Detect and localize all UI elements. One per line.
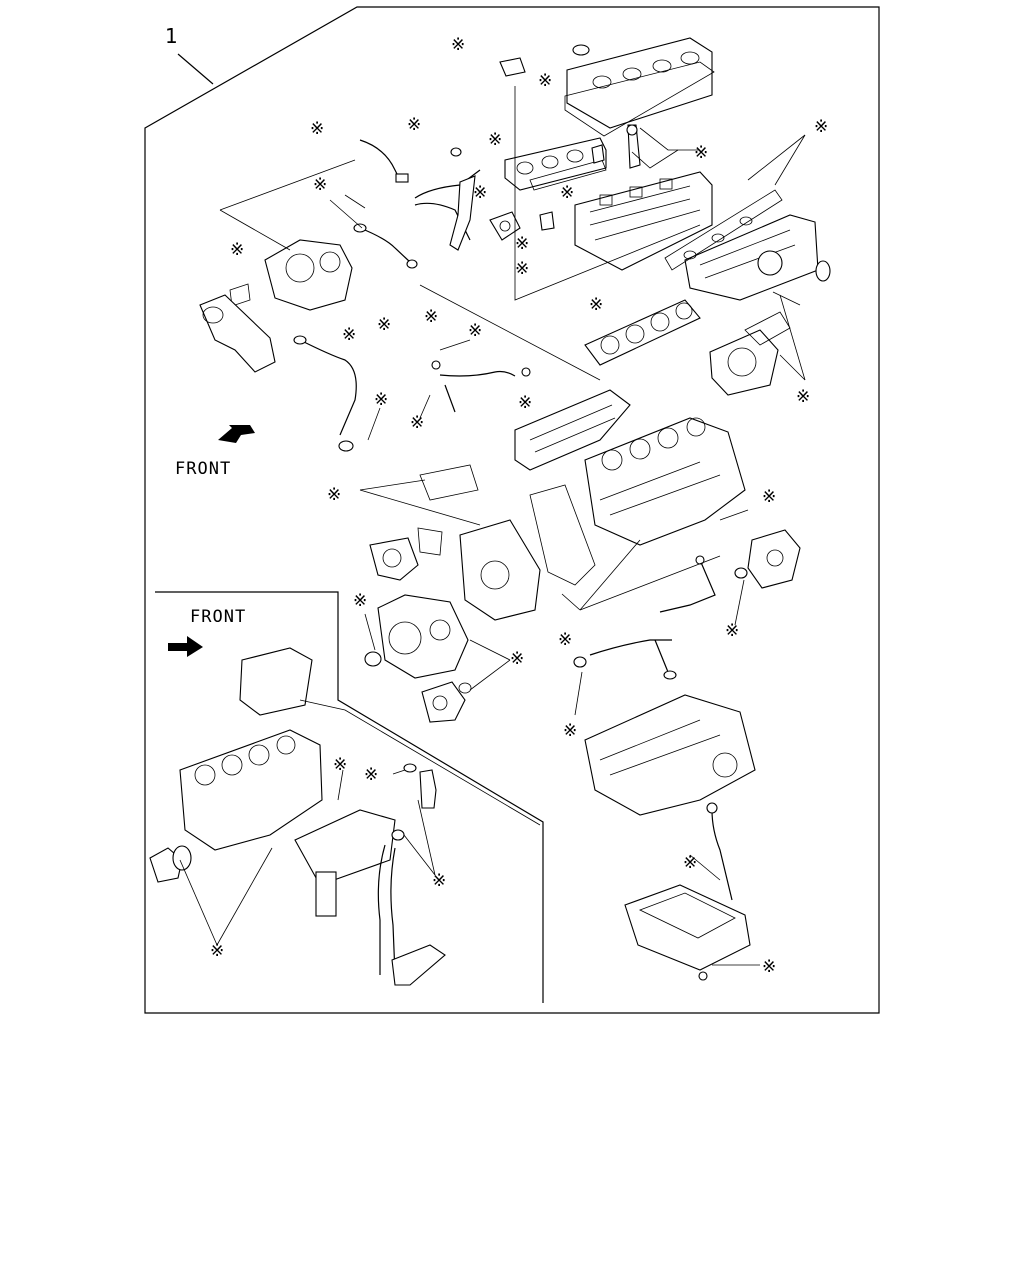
cylinder-head-gasket bbox=[584, 299, 701, 366]
inset-cylinder-block bbox=[179, 729, 323, 851]
kit-marker: ※ bbox=[558, 630, 572, 650]
leader-lines bbox=[179, 86, 806, 966]
inset-water-outlet bbox=[419, 769, 437, 809]
kit-marker: ※ bbox=[407, 115, 421, 135]
o-ring-intake bbox=[815, 260, 831, 282]
kit-marker: ※ bbox=[410, 413, 424, 433]
diagram-frame bbox=[144, 6, 880, 1014]
turbo-oil-return-pipe bbox=[293, 335, 357, 452]
kit-marker: ※ bbox=[342, 325, 356, 345]
kit-marker: ※ bbox=[518, 393, 532, 413]
front-cover-gasket-top bbox=[419, 464, 479, 501]
water-pump-gasket bbox=[417, 527, 443, 556]
camshaft-bracket bbox=[539, 144, 605, 231]
inset-frame bbox=[155, 591, 544, 1003]
arrow-down-left-icon bbox=[218, 425, 255, 443]
intake-manifold bbox=[684, 214, 819, 301]
kit-marker: ※ bbox=[683, 853, 697, 873]
kit-marker: ※ bbox=[589, 295, 603, 315]
turbo-oil-feed-pipe bbox=[359, 139, 409, 183]
kit-marker: ※ bbox=[327, 485, 341, 505]
kit-marker: ※ bbox=[538, 71, 552, 91]
water-pipe-turbo bbox=[353, 223, 418, 269]
front-plate-gasket bbox=[529, 484, 596, 586]
item-number-label: 1 bbox=[165, 24, 178, 48]
fuel-pump-o-ring bbox=[734, 567, 748, 579]
kit-marker: ※ bbox=[468, 321, 482, 341]
inset-water-hose bbox=[377, 844, 396, 976]
exhaust-manifold-gasket bbox=[529, 159, 607, 191]
kit-marker: ※ bbox=[310, 119, 324, 139]
kit-marker: ※ bbox=[563, 721, 577, 741]
kit-markers: ※ ※ ※ ※ ※ ※ ※ ※ ※ ※ ※ ※ ※ ※ ※ ※ ※ ※ ※ ※ … bbox=[210, 35, 828, 977]
kit-marker: ※ bbox=[364, 765, 378, 785]
arrow-right-icon bbox=[168, 636, 203, 657]
kit-marker: ※ bbox=[313, 175, 327, 195]
lower-intake-manifold bbox=[514, 389, 631, 471]
kit-marker: ※ bbox=[515, 259, 529, 279]
inset-cylinder-head bbox=[239, 647, 313, 716]
inset-water-pipe bbox=[391, 944, 446, 986]
water-pump bbox=[369, 537, 419, 581]
kit-marker: ※ bbox=[333, 755, 347, 775]
front-label-main: FRONT bbox=[175, 459, 231, 479]
kit-marker: ※ bbox=[424, 307, 438, 327]
kit-marker: ※ bbox=[210, 941, 224, 961]
kit-marker: ※ bbox=[488, 130, 502, 150]
timing-gear-case bbox=[377, 594, 469, 679]
front-label-inset: FRONT bbox=[190, 607, 246, 627]
fuel-leak-off-pipe bbox=[431, 360, 531, 413]
intake-manifold-gasket bbox=[664, 189, 783, 271]
kit-marker: ※ bbox=[762, 957, 776, 977]
exhaust-manifold bbox=[504, 137, 607, 191]
oil-pan-drain-plug bbox=[698, 971, 708, 981]
item-number-leader bbox=[177, 53, 214, 85]
crankcase bbox=[584, 694, 756, 816]
throttle-body bbox=[709, 329, 779, 396]
crankshaft-front-seal bbox=[364, 651, 382, 667]
inset-rear-oil-seal-retainer bbox=[149, 845, 192, 883]
kit-marker: ※ bbox=[230, 240, 244, 260]
kit-marker: ※ bbox=[796, 387, 810, 407]
kit-marker: ※ bbox=[377, 315, 391, 335]
fuel-pipe bbox=[659, 555, 716, 613]
oil-pump-o-ring bbox=[458, 682, 472, 694]
exhaust-elbow-pipe bbox=[199, 294, 276, 373]
oil-level-gauge-tube bbox=[573, 639, 677, 680]
cylinder-head-cover-gasket bbox=[564, 61, 715, 137]
kit-marker: ※ bbox=[515, 234, 529, 254]
oil-strainer-pipe bbox=[706, 802, 733, 901]
kit-marker: ※ bbox=[473, 183, 487, 203]
inset-o-ring bbox=[391, 763, 417, 841]
cylinder-block bbox=[584, 417, 746, 546]
kit-marker: ※ bbox=[510, 649, 524, 669]
turbocharger bbox=[264, 239, 353, 311]
exhaust-outlet-gasket bbox=[499, 57, 526, 77]
inset-oil-cooler bbox=[294, 809, 396, 917]
fuel-injection-pump bbox=[747, 529, 801, 589]
kit-marker: ※ bbox=[451, 35, 465, 55]
oil-pan bbox=[624, 884, 751, 971]
kit-marker: ※ bbox=[432, 871, 446, 891]
front-cover bbox=[459, 519, 541, 621]
cylinder-head-cover bbox=[566, 37, 713, 129]
oil-pump bbox=[421, 681, 466, 723]
kit-marker: ※ bbox=[560, 183, 574, 203]
kit-marker: ※ bbox=[814, 117, 828, 137]
kit-marker: ※ bbox=[762, 487, 776, 507]
kit-marker: ※ bbox=[694, 143, 708, 163]
kit-marker: ※ bbox=[374, 390, 388, 410]
fuel-injector bbox=[626, 124, 641, 169]
egr-cooler-flange bbox=[489, 211, 521, 241]
kit-marker: ※ bbox=[353, 591, 367, 611]
cylinder-head bbox=[574, 171, 713, 271]
egr-pipe bbox=[449, 175, 476, 251]
kit-marker: ※ bbox=[725, 621, 739, 641]
